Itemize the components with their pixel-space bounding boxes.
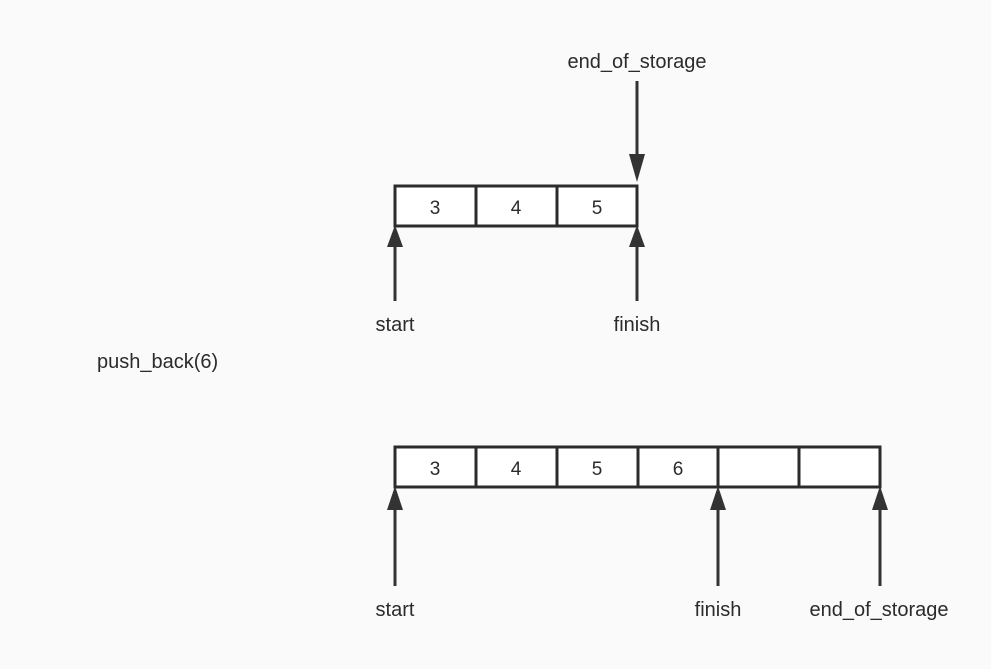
- after-finish-label: finish: [695, 599, 742, 621]
- operation-caption: push_back(6): [97, 351, 218, 373]
- after-end-of-storage-arrow-head-icon: [872, 486, 888, 510]
- before-end-of-storage-pointer: end_of_storage: [567, 51, 707, 182]
- after-cell-0-value: 3: [430, 459, 441, 480]
- before-cell-0-value: 3: [430, 198, 441, 219]
- before-cell-0: [393, 184, 478, 228]
- before-finish-pointer: finish: [614, 225, 661, 336]
- after-cell-2: [555, 445, 640, 489]
- before-array: 3 4 5: [393, 184, 639, 228]
- after-start-pointer: start: [376, 486, 415, 621]
- before-cell-2: [555, 184, 639, 228]
- after-cell-1-value: 4: [511, 459, 522, 480]
- after-array: 3 4 5 6: [393, 445, 882, 489]
- after-cell-2-value: 5: [592, 459, 603, 480]
- after-start-arrow-head-icon: [387, 486, 403, 510]
- before-cell-2-value: 5: [592, 198, 603, 219]
- after-end-of-storage-label: end_of_storage: [809, 599, 948, 621]
- after-cell-1: [474, 445, 559, 489]
- after-finish-pointer: finish: [695, 486, 742, 621]
- after-end-of-storage-pointer: end_of_storage: [809, 486, 949, 621]
- after-cell-5: [797, 445, 882, 489]
- before-finish-label: finish: [614, 314, 661, 336]
- before-cell-1: [474, 184, 559, 228]
- before-finish-arrow-head-icon: [629, 225, 645, 247]
- before-cell-1-value: 4: [511, 198, 522, 219]
- after-cell-3-value: 6: [673, 459, 684, 480]
- before-end-of-storage-label: end_of_storage: [567, 51, 706, 73]
- before-start-arrow-head-icon: [387, 225, 403, 247]
- after-finish-arrow-head-icon: [710, 486, 726, 510]
- after-cell-0: [393, 445, 478, 489]
- after-cell-4: [716, 445, 801, 489]
- after-start-label: start: [376, 599, 415, 621]
- before-start-pointer: start: [376, 225, 415, 336]
- before-end-of-storage-arrow-head-icon: [629, 154, 645, 182]
- before-start-label: start: [376, 314, 415, 336]
